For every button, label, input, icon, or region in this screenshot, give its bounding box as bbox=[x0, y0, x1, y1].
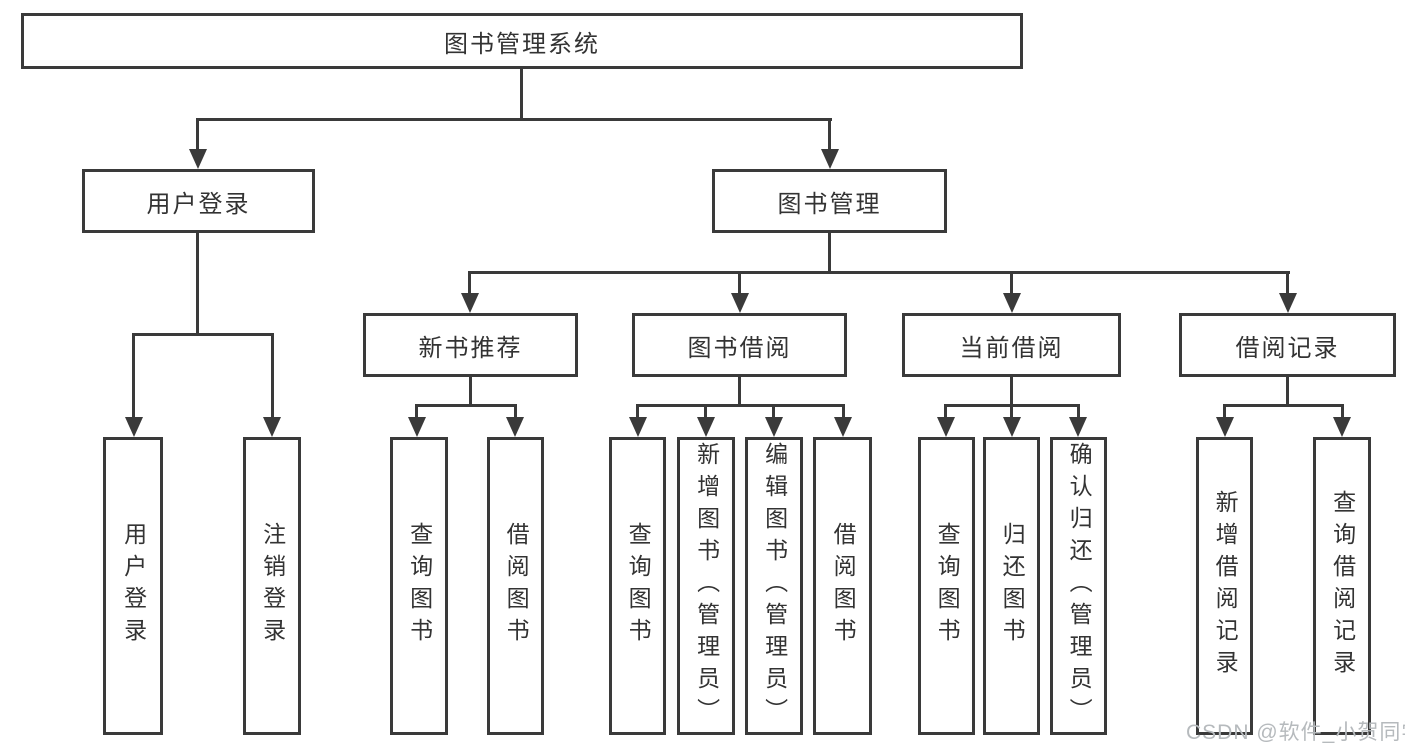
node-root-label: 图书管理系统 bbox=[444, 30, 600, 58]
leaf-add-borrow-record: 新增借阅记录 bbox=[1196, 437, 1253, 735]
arrow-shaft-edit-book-admin bbox=[772, 404, 775, 418]
leaf-logout: 注销登录 bbox=[243, 437, 301, 735]
leaf-add-borrow-record-label: 新增借阅记录 bbox=[1212, 490, 1239, 682]
node-new-book-recommend: 新书推荐 bbox=[363, 313, 578, 377]
leaf-logout-label: 注销登录 bbox=[259, 522, 286, 650]
arrow-shaft-query-book-recommend bbox=[415, 404, 418, 418]
arrow-head-return-book bbox=[1003, 417, 1021, 437]
node-root: 图书管理系统 bbox=[21, 13, 1023, 69]
leaf-query-borrow-record: 查询借阅记录 bbox=[1313, 437, 1371, 735]
arrow-shaft-leaf-logout bbox=[271, 333, 274, 418]
leaf-edit-book-admin: 编辑图书（管理员） bbox=[745, 437, 803, 735]
arrow-shaft-new-book-recommend bbox=[468, 271, 471, 294]
arrow-shaft-query-book-current bbox=[944, 404, 947, 418]
connector-root-stub bbox=[520, 68, 523, 120]
arrow-head-leaf-user-login bbox=[125, 417, 143, 437]
node-book-borrowing-label: 图书借阅 bbox=[687, 334, 792, 362]
arrow-head-new-book-recommend bbox=[461, 293, 479, 313]
leaf-add-book-admin: 新增图书（管理员） bbox=[677, 437, 735, 735]
leaf-confirm-return-admin-label: 确认归还（管理员） bbox=[1066, 442, 1093, 730]
connector-borrowing-records-stub bbox=[1286, 375, 1289, 406]
connector-current-borrowing-stub bbox=[1010, 375, 1013, 406]
leaf-query-book-borrowing-label: 查询图书 bbox=[625, 522, 652, 650]
arrow-head-book-management bbox=[821, 149, 839, 169]
arrow-head-confirm-return-admin bbox=[1069, 417, 1087, 437]
arrow-shaft-query-borrow-record bbox=[1341, 404, 1344, 418]
connector-new-book-recommend-hline bbox=[415, 404, 517, 407]
arrow-head-query-borrow-record bbox=[1333, 417, 1351, 437]
connector-book-borrowing-hline bbox=[636, 404, 845, 407]
leaf-borrow-book-recommend-label: 借阅图书 bbox=[503, 522, 530, 650]
connector-book-management-stub bbox=[828, 233, 831, 274]
arrow-shaft-current-borrowing bbox=[1010, 271, 1013, 294]
leaf-borrow-book-borrowing: 借阅图书 bbox=[813, 437, 872, 735]
arrow-head-user-login bbox=[189, 149, 207, 169]
leaf-add-book-admin-label: 新增图书（管理员） bbox=[693, 442, 720, 730]
node-borrowing-records-label: 借阅记录 bbox=[1235, 334, 1340, 362]
arrow-shaft-borrow-book-recommend bbox=[514, 404, 517, 418]
arrow-shaft-book-borrowing bbox=[738, 271, 741, 294]
node-borrowing-records: 借阅记录 bbox=[1179, 313, 1396, 377]
arrow-shaft-query-book-borrowing bbox=[636, 404, 639, 418]
node-current-borrowing: 当前借阅 bbox=[902, 313, 1121, 377]
connector-book-borrowing-stub bbox=[738, 375, 741, 406]
arrow-head-book-borrowing bbox=[731, 293, 749, 313]
arrow-head-add-book-admin bbox=[697, 417, 715, 437]
leaf-edit-book-admin-label: 编辑图书（管理员） bbox=[761, 442, 788, 730]
connector-user-login-stub bbox=[196, 233, 199, 336]
arrow-shaft-borrow-book-borrowing bbox=[842, 404, 845, 418]
leaf-user-login-label: 用户登录 bbox=[120, 522, 147, 650]
node-user-login: 用户登录 bbox=[82, 169, 315, 233]
arrow-head-leaf-logout bbox=[263, 417, 281, 437]
arrow-shaft-borrowing-records bbox=[1286, 271, 1289, 294]
arrow-head-borrow-book-recommend bbox=[506, 417, 524, 437]
connector-root-hline bbox=[197, 118, 832, 121]
leaf-borrow-book-borrowing-label: 借阅图书 bbox=[830, 522, 857, 650]
arrow-shaft-user-login bbox=[196, 118, 199, 152]
leaf-query-book-borrowing: 查询图书 bbox=[609, 437, 666, 735]
leaf-query-book-current-label: 查询图书 bbox=[934, 522, 961, 650]
node-book-management: 图书管理 bbox=[712, 169, 947, 233]
leaf-confirm-return-admin: 确认归还（管理员） bbox=[1050, 437, 1107, 735]
arrow-head-query-book-current bbox=[937, 417, 955, 437]
leaf-query-book-current: 查询图书 bbox=[918, 437, 975, 735]
arrow-head-edit-book-admin bbox=[765, 417, 783, 437]
arrow-head-add-borrow-record bbox=[1216, 417, 1234, 437]
leaf-user-login: 用户登录 bbox=[103, 437, 163, 735]
connector-new-book-recommend-stub bbox=[469, 375, 472, 406]
arrow-shaft-add-book-admin bbox=[704, 404, 707, 418]
leaf-query-book-recommend-label: 查询图书 bbox=[406, 522, 433, 650]
node-book-management-label: 图书管理 bbox=[777, 190, 882, 218]
leaf-return-book: 归还图书 bbox=[983, 437, 1040, 735]
arrow-head-query-book-borrowing bbox=[629, 417, 647, 437]
connector-book-management-hline bbox=[468, 271, 1290, 274]
connector-borrowing-records-hline bbox=[1223, 404, 1344, 407]
node-current-borrowing-label: 当前借阅 bbox=[959, 334, 1064, 362]
leaf-query-book-recommend: 查询图书 bbox=[390, 437, 448, 735]
leaf-return-book-label: 归还图书 bbox=[999, 522, 1026, 650]
node-new-book-recommend-label: 新书推荐 bbox=[418, 334, 523, 362]
arrow-shaft-confirm-return-admin bbox=[1077, 404, 1080, 418]
arrow-shaft-return-book bbox=[1010, 404, 1013, 418]
leaf-query-borrow-record-label: 查询借阅记录 bbox=[1329, 490, 1356, 682]
arrow-head-borrowing-records bbox=[1279, 293, 1297, 313]
node-user-login-label: 用户登录 bbox=[146, 190, 251, 218]
watermark: CSDN @软件_小贺同学 bbox=[1186, 721, 1405, 744]
arrow-shaft-add-borrow-record bbox=[1223, 404, 1226, 418]
arrow-head-query-book-recommend bbox=[408, 417, 426, 437]
arrow-head-borrow-book-borrowing bbox=[834, 417, 852, 437]
arrow-shaft-book-management bbox=[828, 118, 831, 152]
connector-user-login-hline bbox=[132, 333, 274, 336]
arrow-shaft-leaf-user-login bbox=[132, 333, 135, 418]
leaf-borrow-book-recommend: 借阅图书 bbox=[487, 437, 544, 735]
arrow-head-current-borrowing bbox=[1003, 293, 1021, 313]
node-book-borrowing: 图书借阅 bbox=[632, 313, 847, 377]
